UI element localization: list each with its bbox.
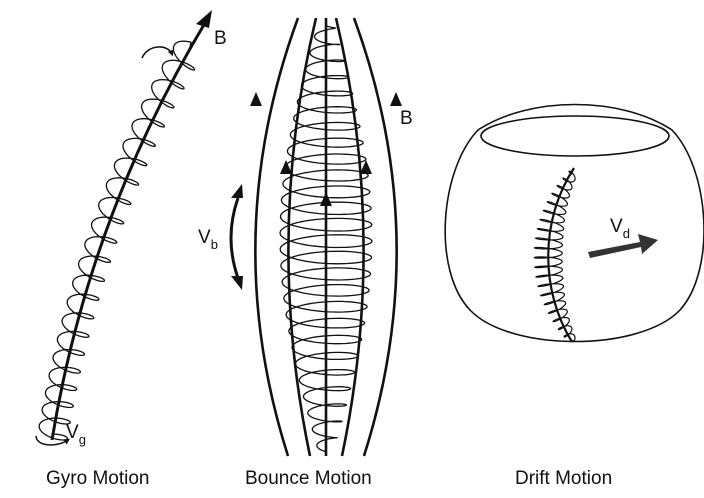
- bounce-velocity-arrowhead-bottom: [231, 276, 243, 290]
- gyro-velocity-symbol: V: [66, 422, 79, 443]
- drift-helix-path: [534, 171, 575, 341]
- bounce-field-line-outer-left: [255, 18, 298, 456]
- gyro-field-arrowhead: [196, 10, 212, 28]
- gyro-top-rotation-arrow: [142, 47, 172, 58]
- drift-caption: Drift Motion: [515, 468, 612, 490]
- gyro-field-label: B: [214, 28, 227, 49]
- drift-velocity-subscript: d: [623, 226, 630, 241]
- bounce-caption: Bounce Motion: [245, 468, 372, 490]
- gyro-field-line: [52, 18, 208, 440]
- drift-top-opening: [481, 116, 669, 156]
- bounce-arrow-center: [320, 192, 332, 206]
- bounce-velocity-double-arrow: [231, 198, 238, 278]
- drift-velocity-symbol: V: [610, 216, 623, 237]
- bounce-panel: B Vb: [198, 18, 413, 456]
- drift-velocity-label: Vd: [610, 216, 630, 241]
- bounce-velocity-arrowhead-top: [231, 184, 243, 198]
- bounce-velocity-subscript: b: [211, 237, 218, 252]
- bounce-velocity-symbol: V: [198, 227, 211, 248]
- drift-panel: Vd: [445, 105, 704, 343]
- drift-magnetosphere-outline: [445, 105, 704, 342]
- bounce-field-line-outer-right: [354, 18, 397, 456]
- bounce-field-label: B: [400, 108, 413, 129]
- gyro-velocity-label: Vg: [66, 422, 86, 447]
- bounce-arrow-outer-right: [390, 92, 402, 106]
- bounce-arrow-outer-left: [250, 92, 262, 106]
- gyro-velocity-subscript: g: [79, 432, 86, 447]
- bounce-velocity-label: Vb: [198, 227, 218, 252]
- gyro-caption: Gyro Motion: [46, 468, 149, 490]
